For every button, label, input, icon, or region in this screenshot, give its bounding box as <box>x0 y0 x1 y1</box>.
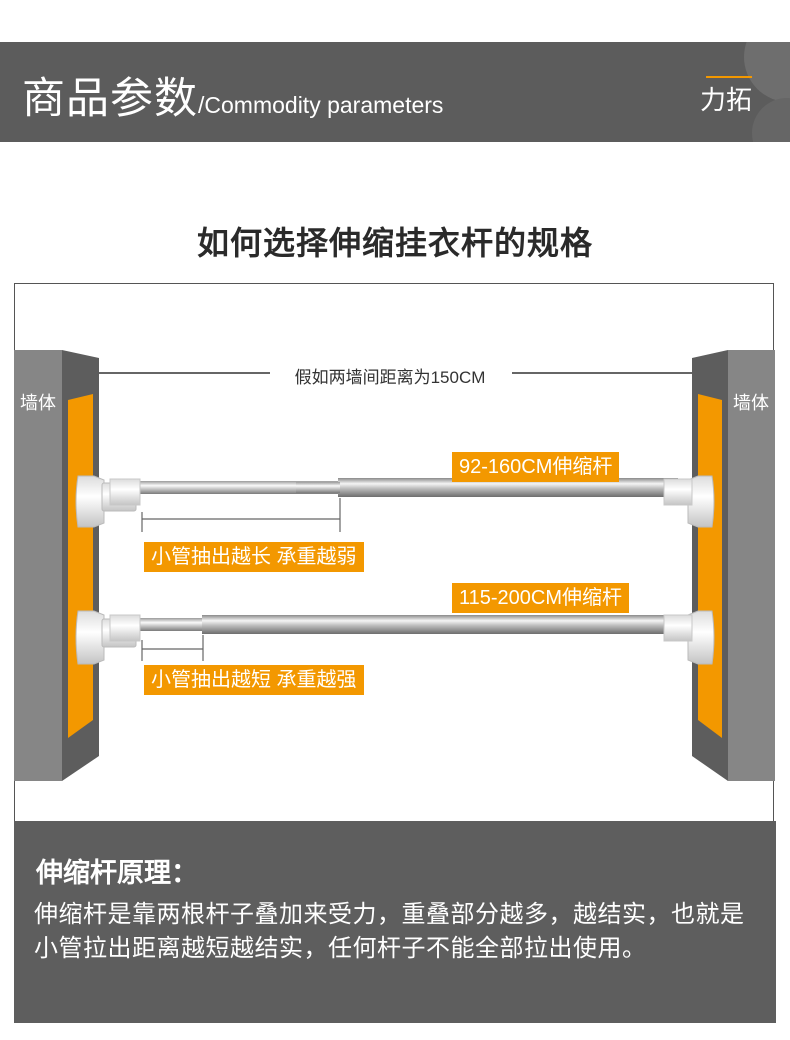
rod-diagram <box>14 350 775 781</box>
rod-92-160 <box>75 475 715 532</box>
principle-body: 伸缩杆是靠两根杆子叠加来受力，重叠部分越多，越结实，也就是小管拉出距离越短越结实… <box>34 900 745 962</box>
title-en: /Commodity parameters <box>198 92 444 118</box>
section-title: 如何选择伸缩挂衣杆的规格 <box>196 224 593 262</box>
rod-115-200 <box>75 610 715 665</box>
decor-circle <box>752 98 790 142</box>
rod2-spec-label: 115-200CM伸缩杆 <box>452 583 630 613</box>
rod1-note-label: 小管抽出越长 承重越弱 <box>144 542 364 572</box>
principle-panel: 伸缩杆原理： 伸缩杆是靠两根杆子叠加来受力，重叠部分越多，越结实，也就是小管拉出… <box>14 821 776 1023</box>
brand-name: 力拓 <box>700 86 753 116</box>
page-title: 商品参数/Commodity parameters <box>22 64 443 126</box>
wall-label-left: 墙体 <box>20 393 56 414</box>
principle-title: 伸缩杆原理： <box>36 858 198 889</box>
rod1-spec-label: 92-160CM伸缩杆 <box>452 452 620 482</box>
brand-underline <box>706 76 752 78</box>
distance-label: 假如两墙间距离为150CM <box>270 363 510 388</box>
header-banner: 商品参数/Commodity parameters 力拓 <box>0 42 790 142</box>
wall-label-right: 墙体 <box>733 393 769 414</box>
title-cn: 商品参数 <box>22 74 198 124</box>
rod2-note-label: 小管抽出越短 承重越强 <box>144 665 364 695</box>
